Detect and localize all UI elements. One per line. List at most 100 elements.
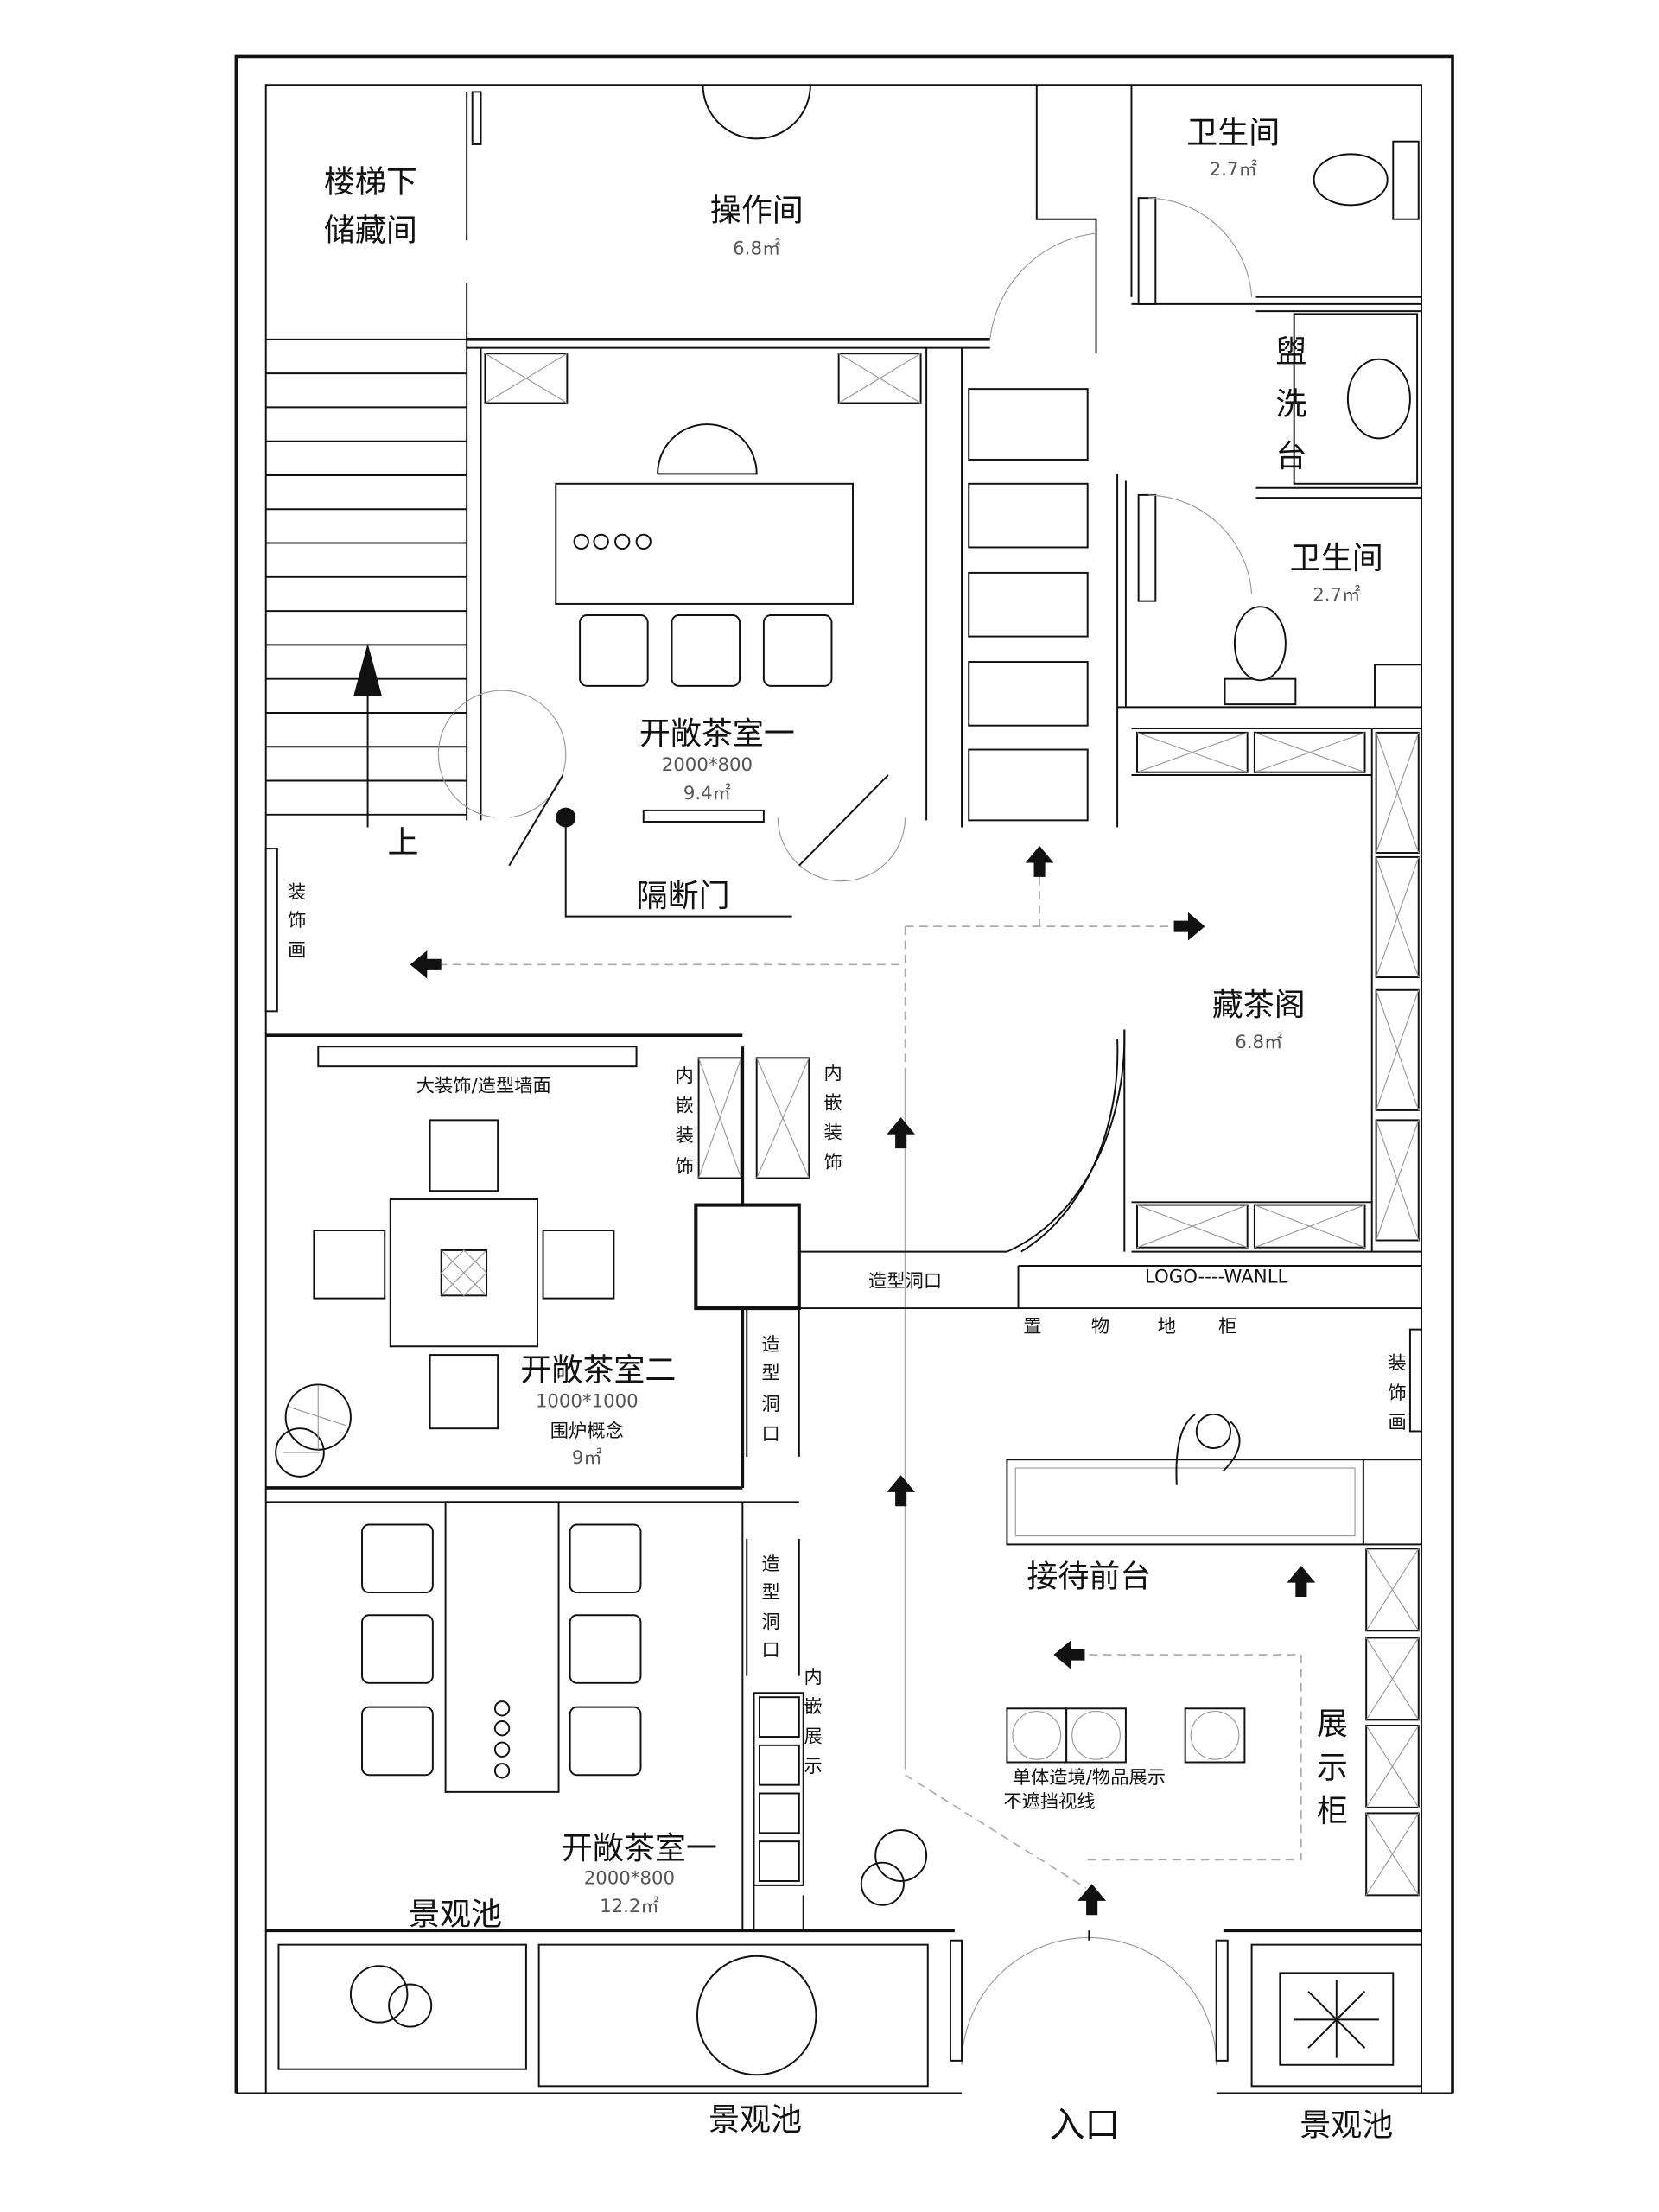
reception-desk — [1006, 1328, 1422, 1546]
pond-left-label: 景观池 — [409, 1897, 502, 1933]
embedded-decor-right-label: 嵌 — [823, 1092, 842, 1114]
tea-storage-area: 6.8㎡ — [1235, 1031, 1282, 1053]
up-arrow-icon — [353, 643, 382, 696]
tea-room-1-upper-area: 9.4㎡ — [683, 782, 731, 804]
tea-room-2 — [265, 1033, 810, 1490]
cabinet-cross — [1365, 1548, 1420, 1631]
arrow-left-icon — [410, 950, 442, 979]
embedded-decor-left-label: 装 — [676, 1125, 694, 1147]
staircase — [265, 283, 468, 828]
arrow-right-icon — [1173, 912, 1205, 941]
pond-center-label: 景观池 — [709, 2102, 802, 2138]
embedded-decor-right-label: 内 — [823, 1063, 842, 1084]
arrow-left-icon — [1053, 1640, 1085, 1669]
tea-room-1-upper — [437, 347, 928, 918]
wash-basin-label: 台 — [1275, 439, 1306, 474]
reception-label: 接待前台 — [1027, 1560, 1151, 1595]
embedded-display-label: 内 — [804, 1667, 823, 1688]
tea-room-1-upper-label: 开敞茶室一 — [639, 716, 795, 752]
embedded-decor-right-label: 饰 — [823, 1152, 842, 1173]
tea-room-1-lower-area: 12.2㎡ — [600, 1895, 659, 1917]
display-objects — [1006, 1707, 1246, 1764]
chair-icon — [569, 1614, 642, 1684]
chair-icon — [429, 1354, 499, 1430]
room-labels: 楼梯下 储藏间 操作间 6.8㎡ 卫生间 2.7㎡ 盥 洗 台 卫生间 2.7㎡… — [288, 115, 1407, 2145]
entrance-door-right[interactable] — [1215, 1939, 1229, 2062]
embedded-display-label: 展 — [804, 1726, 823, 1748]
feature-opening-vertical-label: 型 — [761, 1582, 779, 1604]
tea-storage-room — [1007, 727, 1422, 1253]
plant-icon — [275, 1383, 352, 1478]
person-icon — [1175, 1413, 1241, 1485]
tea-room-1-lower-label: 开敞茶室一 — [562, 1831, 717, 1866]
display-cabinet-label: 展 — [1317, 1707, 1348, 1742]
restroom-1-area: 2.7㎡ — [1210, 158, 1257, 181]
chair-icon — [657, 423, 758, 475]
feature-opening-vertical-label: 造 — [761, 1554, 779, 1575]
arrow-up-icon — [887, 1117, 916, 1149]
cabinet-cross — [1365, 1813, 1420, 1896]
chair-icon — [361, 1523, 434, 1594]
partition-door-label: 隔断门 — [637, 879, 730, 914]
tea-storage-label: 藏茶阁 — [1212, 988, 1306, 1023]
cabinet-cross — [1254, 732, 1365, 773]
partition-walls — [265, 1250, 1422, 1931]
tea-room-2-area: 9㎡ — [572, 1446, 602, 1469]
feature-opening-vertical-label: 造 — [761, 1334, 779, 1356]
chair-icon — [671, 614, 741, 687]
floor-cabinet-label: 柜 — [1218, 1316, 1236, 1338]
toilet-icon — [1313, 140, 1420, 220]
arrow-up-icon — [1025, 845, 1054, 877]
display-cabinet-label: 示 — [1317, 1750, 1348, 1785]
stair-up-label: 上 — [387, 825, 418, 861]
corridor-screens — [961, 347, 1119, 828]
cabinet-cross — [1136, 1205, 1248, 1249]
sink-icon — [1346, 358, 1411, 440]
operation-room-area: 6.8㎡ — [733, 238, 780, 260]
floor-cabinet-label: 地 — [1158, 1316, 1176, 1338]
plant-icon — [860, 1829, 928, 1906]
stair-storage-label: 楼梯下 — [324, 165, 417, 200]
floor-cabinet-label: 物 — [1091, 1316, 1109, 1338]
feature-opening-vertical-label: 洞 — [761, 1611, 779, 1633]
decor-painting-left-label: 装 — [288, 881, 306, 903]
restroom-1-label: 卫生间 — [1186, 115, 1280, 150]
embedded-decor-left-label: 饰 — [676, 1156, 694, 1178]
cabinet-cross — [1376, 1120, 1420, 1241]
embedded-decor-left-label: 嵌 — [676, 1096, 694, 1117]
chair-icon — [762, 614, 833, 687]
entrance-label: 入口 — [1050, 2104, 1121, 2145]
chair-icon — [361, 1614, 434, 1684]
embedded-decor-right-label: 装 — [823, 1122, 842, 1144]
feature-opening-label: 造型洞口 — [868, 1271, 942, 1293]
logo-wall-label: LOGO----WANLL — [1145, 1267, 1288, 1288]
display-note-line1: 单体造境/物品展示 — [1013, 1767, 1166, 1789]
cabinet-cross — [1365, 1725, 1420, 1808]
chair-icon — [429, 1119, 499, 1192]
cabinet-cross — [1376, 989, 1420, 1111]
restroom-2-area: 2.7㎡ — [1313, 584, 1360, 607]
decor-painting-left-label: 饰 — [288, 910, 306, 931]
embedded-display-label: 嵌 — [804, 1696, 823, 1718]
tea-room-1-lower-size: 2000*800 — [584, 1867, 675, 1889]
entrance-door-left[interactable] — [949, 1939, 963, 2062]
cabinet-cross — [1365, 1637, 1420, 1720]
feature-opening-vertical-label: 口 — [761, 1640, 779, 1662]
wash-basin-label: 盥 — [1275, 334, 1306, 370]
wash-basin-label: 洗 — [1275, 387, 1306, 423]
display-note-line2: 不遮挡视线 — [1003, 1791, 1095, 1813]
tea-room-2-concept: 围炉概念 — [550, 1421, 624, 1442]
arrow-up-icon — [1287, 1565, 1316, 1597]
feature-wall-label: 大装饰/造型墙面 — [416, 1076, 551, 1097]
tea-room-1-lower — [361, 1501, 928, 1931]
decor-painting-left-label: 画 — [288, 939, 306, 961]
long-tea-table — [444, 1501, 560, 1793]
chair-icon — [569, 1706, 642, 1777]
chair-icon — [579, 614, 649, 687]
decor-painting-right-label: 装 — [1389, 1352, 1407, 1374]
circulation-paths — [410, 845, 1316, 1916]
toilet-icon — [1224, 606, 1297, 706]
tea-room-2-label: 开敞茶室二 — [520, 1353, 676, 1389]
outer-walls — [234, 54, 1454, 2094]
feature-opening-vertical-label: 洞 — [761, 1394, 779, 1415]
